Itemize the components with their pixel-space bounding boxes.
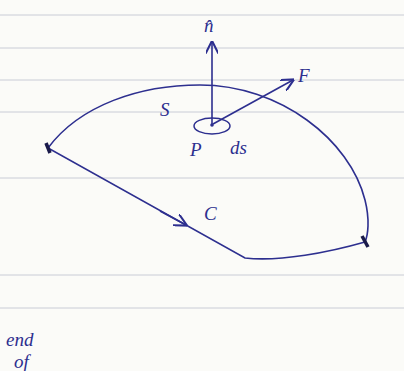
point-symbol: P — [190, 140, 202, 159]
curve-direction-arrow — [160, 211, 186, 225]
surface-outline — [48, 85, 368, 259]
boundary-mark — [46, 143, 50, 153]
vector-symbol: F — [298, 66, 310, 85]
normal-symbol: n̂ — [204, 16, 214, 35]
surface-symbol: S — [160, 100, 170, 119]
normal-arrow — [211, 42, 213, 124]
vector-arrow — [213, 80, 293, 124]
note-fragment: end — [6, 330, 33, 349]
note-fragment: of — [14, 352, 29, 371]
ruled-lines — [0, 15, 404, 308]
area-element-symbol: ds — [230, 138, 247, 157]
curve-symbol: C — [204, 204, 217, 223]
boundary-mark — [362, 236, 368, 247]
